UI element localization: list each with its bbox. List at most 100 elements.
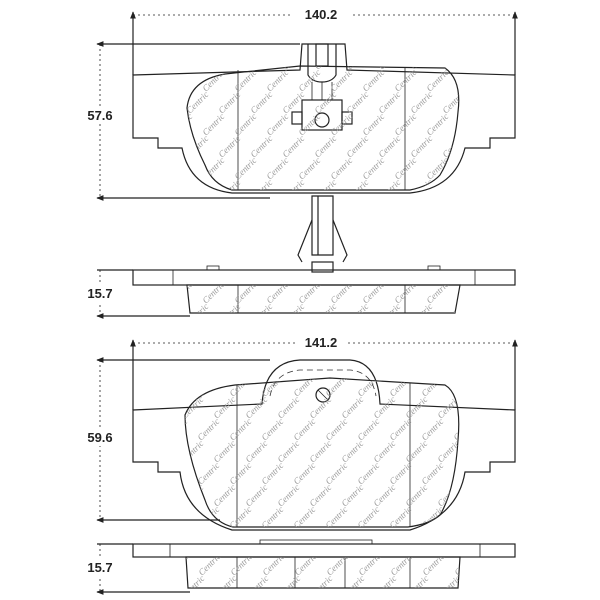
centric-watermark-logo: Centric	[436, 529, 462, 555]
centric-watermark-logo: Centric	[248, 89, 274, 115]
centric-watermark-logo: Centric	[435, 350, 461, 376]
centric-watermark-logo: Centric	[227, 460, 253, 486]
hidden-outline-2	[269, 369, 377, 397]
centric-watermark-logo: Centric	[243, 394, 269, 420]
centric-watermark-logo: Centric	[440, 301, 466, 327]
centric-watermark-logo: Centric	[328, 155, 354, 181]
width-label-bottom: 141.2	[305, 335, 338, 350]
centric-watermark-logo: Centric	[259, 416, 285, 442]
centric-watermark-logo: Centric	[376, 89, 402, 115]
centric-watermark-logo: Centric	[312, 89, 338, 115]
centric-watermark-logo: Centric	[467, 350, 493, 376]
height-label-top: 57.6	[87, 108, 112, 123]
centric-watermark-logo: Centric	[148, 573, 174, 599]
centric-watermark-logo: Centric	[456, 279, 482, 305]
centric-watermark-logo: Centric	[163, 460, 189, 486]
centric-watermark-logo: Centric	[152, 177, 178, 203]
centric-watermark-logo: Centric	[472, 133, 498, 159]
centric-watermark-logo: Centric	[243, 482, 269, 508]
height-label-bottom: 59.6	[87, 430, 112, 445]
centric-watermark-logo: Centric	[232, 155, 258, 181]
centric-watermark-logo: Centric	[291, 460, 317, 486]
centric-watermark-logo: Centric	[276, 573, 302, 599]
centric-watermark-logo: Centric	[308, 573, 334, 599]
centric-watermark-logo: Centric	[228, 551, 254, 577]
backing-plate-outline-1	[132, 43, 516, 194]
centric-watermark-logo: Centric	[339, 438, 365, 464]
centric-watermark-logo: Centric	[180, 573, 206, 599]
centric-watermark-logo: Centric	[467, 482, 493, 508]
centric-watermark-logo: Centric	[484, 551, 510, 577]
centric-watermark-logo: Centric	[275, 438, 301, 464]
centric-watermark-logo: Centric	[280, 133, 306, 159]
centric-watermark-logo: Centric	[456, 67, 482, 93]
centric-watermark-logo: Centric	[467, 394, 493, 420]
centric-watermark-logo: Centric	[339, 482, 365, 508]
centric-watermark-logo: Centric	[308, 529, 334, 555]
centric-watermark-logo: Centric	[275, 482, 301, 508]
centric-watermark-logo: Centric	[211, 350, 237, 376]
centric-watermark-logo: Centric	[323, 372, 349, 398]
centric-watermark-logo: Centric	[196, 551, 222, 577]
centric-watermark-logo: Centric	[244, 573, 270, 599]
centric-watermark-logo: Centric	[148, 529, 174, 555]
friction-side-2	[185, 556, 461, 589]
centric-watermark-logo: Centric	[388, 551, 414, 577]
width-label-top: 140.2	[305, 7, 338, 22]
centric-watermark-logo: Centric	[483, 504, 509, 530]
centric-watermark-logo: Centric	[424, 111, 450, 137]
centric-watermark-logo: Centric	[296, 155, 322, 181]
centric-watermark-logo: Centric	[483, 372, 509, 398]
centric-watermark-logo: Centric	[168, 155, 194, 181]
centric-watermark-logo: Centric	[392, 279, 418, 305]
centric-watermark-logo: Centric	[403, 394, 429, 420]
centric-watermark-logo: Centric	[212, 573, 238, 599]
centric-watermark-logo: Centric	[248, 133, 274, 159]
centric-watermark-logo: Centric	[259, 460, 285, 486]
centric-watermark-logo: Centric	[200, 279, 226, 305]
centric-watermark-logo: Centric	[307, 482, 333, 508]
centric-watermark-logo: Centric	[244, 529, 270, 555]
centric-watermark-logo: Centric	[472, 45, 498, 71]
centric-watermark-logo: Centric	[419, 460, 445, 486]
centric-watermark-logo: Centric	[292, 551, 318, 577]
centric-watermark-logo: Centric	[483, 460, 509, 486]
centric-watermark-logo: Centric	[355, 416, 381, 442]
centric-watermark-logo: Centric	[468, 573, 494, 599]
centric-watermark-logo: Centric	[211, 394, 237, 420]
centric-watermark-logo: Centric	[147, 438, 173, 464]
centric-watermark-logo: Centric	[232, 111, 258, 137]
centric-watermark-logo: Centric	[356, 551, 382, 577]
centric-watermark-logo: Centric	[440, 89, 466, 115]
friction-side-1	[186, 284, 461, 314]
centric-watermark-logo: Centric	[339, 394, 365, 420]
centric-watermark-logo: Centric	[195, 460, 221, 486]
centric-watermark-logo: Centric	[419, 416, 445, 442]
centric-watermark-logo: Centric	[184, 301, 210, 327]
centric-watermark-logo: Centric	[483, 416, 509, 442]
centric-watermark-logo: Centric	[419, 504, 445, 530]
centric-watermark-logo: Centric	[216, 133, 242, 159]
centric-watermark-logo: Centric	[296, 279, 322, 305]
centric-watermark-logo: Centric	[403, 482, 429, 508]
centric-watermark-logo: Centric	[147, 482, 173, 508]
centric-watermark-logo: Centric	[456, 111, 482, 137]
centric-watermark-logo: Centric	[243, 438, 269, 464]
centric-watermark-logo: Centric	[392, 155, 418, 181]
centric-watermark-logo: Centric	[371, 394, 397, 420]
centric-watermark-logo: Centric	[260, 551, 286, 577]
centric-watermark-logo: Centric	[179, 350, 205, 376]
centric-watermark-logo: Centric	[307, 438, 333, 464]
centric-watermark-logo: Centric	[211, 438, 237, 464]
centric-watermark-logo: Centric	[291, 416, 317, 442]
centric-watermark-logo: Centric	[147, 526, 173, 552]
centric-watermark-logo: Centric	[152, 133, 178, 159]
centric-watermark-logo: Centric	[291, 372, 317, 398]
centric-watermark-logo: Centric	[232, 279, 258, 305]
centric-watermark-logo: Centric	[387, 416, 413, 442]
centric-watermark-logo: Centric	[312, 133, 338, 159]
centric-watermark-logo: Centric	[200, 111, 226, 137]
centric-watermark-logo: Centric	[152, 301, 178, 327]
